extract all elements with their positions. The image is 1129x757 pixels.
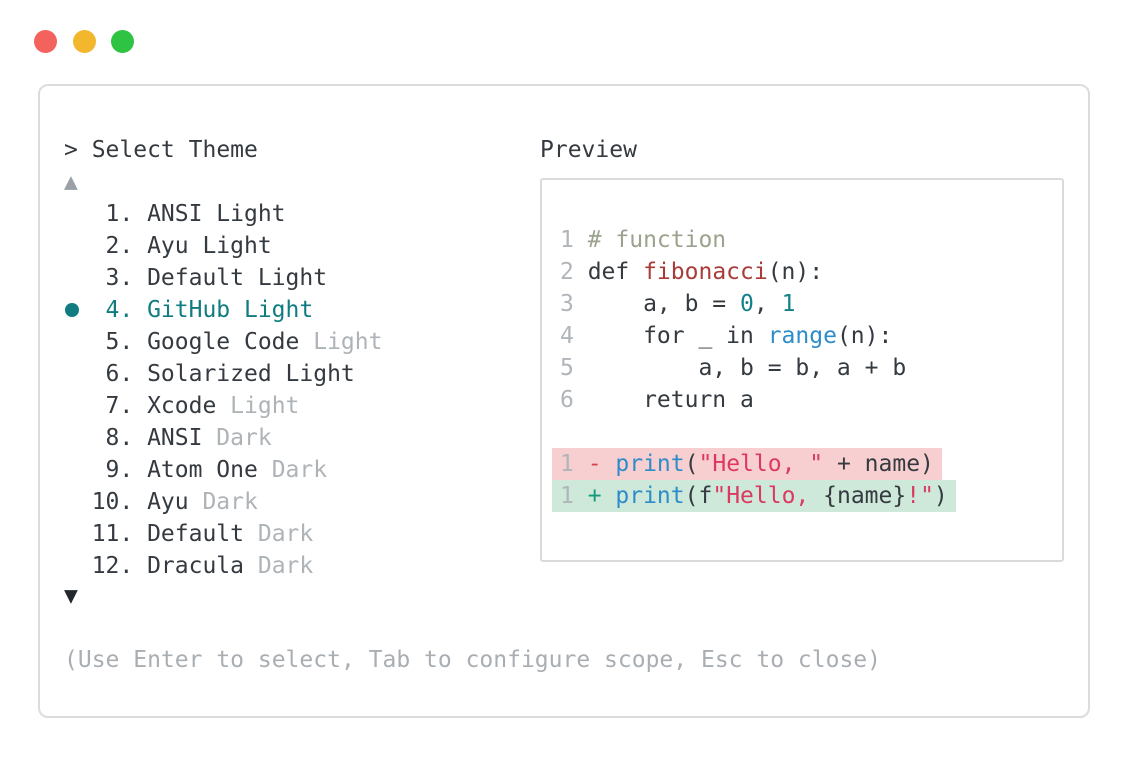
theme-item-atom-one-dark[interactable]: 9.Atom One Dark <box>105 457 328 483</box>
theme-item-dracula-dark[interactable]: 12.Dracula Dark <box>91 553 314 579</box>
code-line: 3 a, b = 0, 1 <box>560 291 796 317</box>
theme-item-ansi-dark[interactable]: 8.ANSI Dark <box>105 425 272 451</box>
keyboard-hint: (Use Enter to select, Tab to configure s… <box>64 647 881 673</box>
code-line: 4 for _ in range(n): <box>560 323 893 349</box>
theme-item-xcode-light[interactable]: 7.Xcode Light <box>105 393 300 419</box>
traffic-light-close-icon[interactable] <box>34 30 57 53</box>
theme-item-google-code-light[interactable]: 5.Google Code Light <box>105 329 383 355</box>
code-line: 5 a, b = b, a + b <box>560 355 907 381</box>
theme-selector-window: > Select Theme ▲ 1.ANSI Light 2.Ayu Ligh… <box>38 84 1090 718</box>
diff-added-line: 1+ print(f"Hello, {name}!") <box>552 480 956 512</box>
scroll-down-icon[interactable]: ▼ <box>64 583 78 609</box>
scroll-up-icon[interactable]: ▲ <box>64 169 78 195</box>
theme-item-default-dark[interactable]: 11.Default Dark <box>91 521 314 547</box>
preview-label: Preview <box>540 137 637 163</box>
code-line: 6 return a <box>560 387 754 413</box>
theme-item-solarized-light[interactable]: 6.Solarized Light <box>105 361 355 387</box>
diff-removed-line: 1- print("Hello, " + name) <box>552 448 942 480</box>
select-theme-prompt: > Select Theme <box>64 137 258 163</box>
selected-bullet-icon <box>65 303 79 317</box>
traffic-light-minimize-icon[interactable] <box>73 30 96 53</box>
theme-item-default-light[interactable]: 3.Default Light <box>105 265 328 291</box>
theme-item-github-light-selected[interactable]: 4.GitHub Light <box>64 294 313 326</box>
theme-item-ayu-dark[interactable]: 10.Ayu Dark <box>91 489 258 515</box>
theme-item-ayu-light[interactable]: 2.Ayu Light <box>105 233 272 259</box>
theme-item-ansi-light[interactable]: 1.ANSI Light <box>105 201 286 227</box>
traffic-light-maximize-icon[interactable] <box>111 30 134 53</box>
code-line: 1# function <box>560 227 727 253</box>
